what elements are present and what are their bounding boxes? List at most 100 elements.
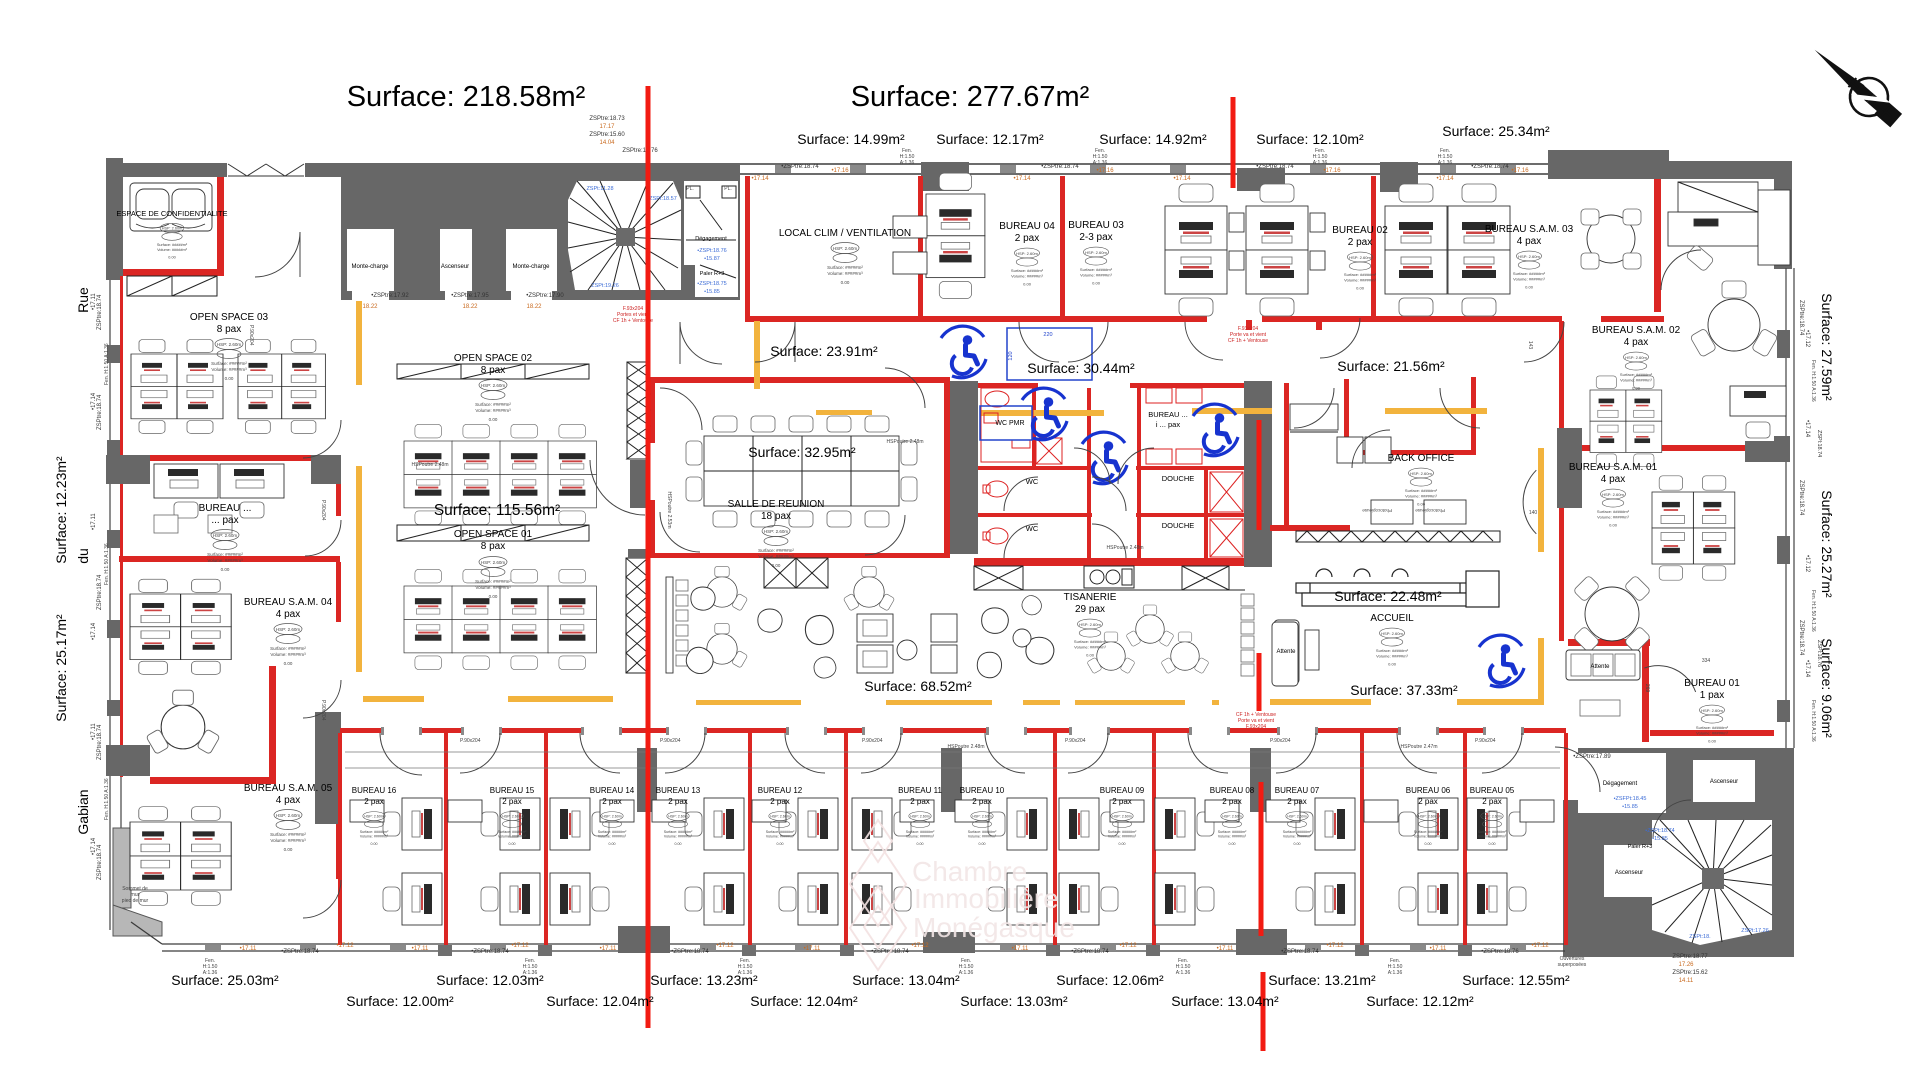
- svg-text:•ZSPt:18.75: •ZSPt:18.75: [697, 281, 726, 287]
- svg-text:Dégagement: Dégagement: [1603, 781, 1638, 787]
- svg-text:ZSPt:11.28: ZSPt:11.28: [586, 186, 613, 192]
- svg-text:•17.14: •17.14: [91, 837, 97, 855]
- svg-text:•ZSPtre:18.74: •ZSPtre:18.74: [471, 949, 509, 955]
- svg-text:A:1.36: A:1.36: [738, 970, 753, 976]
- svg-text:Fen.: Fen.: [1440, 148, 1450, 154]
- svg-text:2 pax: 2 pax: [770, 797, 790, 806]
- svg-text:Photocopieuse: Photocopieuse: [1362, 508, 1392, 513]
- svg-text:•17.14: •17.14: [91, 392, 97, 410]
- svg-text:Fen. H:1.50 A:1.36: Fen. H:1.50 A:1.36: [1810, 700, 1816, 742]
- svg-text:Fen.: Fen.: [1178, 958, 1188, 964]
- svg-text:WC: WC: [1026, 477, 1039, 486]
- svg-text:2 pax: 2 pax: [972, 797, 992, 806]
- svg-text:•17.14: •17.14: [1436, 176, 1454, 182]
- svg-text:ZSPtre:18.74: ZSPtre:18.74: [1798, 300, 1804, 336]
- svg-text:4 pax: 4 pax: [276, 609, 300, 620]
- svg-text:ZSPtre:18.74: ZSPtre:18.74: [97, 394, 103, 430]
- svg-text:Surface: 12.04m²: Surface: 12.04m²: [546, 993, 654, 1009]
- svg-text:ZSPt:18.: ZSPt:18.: [1689, 934, 1711, 940]
- svg-text:4 pax: 4 pax: [1601, 474, 1625, 485]
- svg-text:BUREAU 12: BUREAU 12: [758, 786, 803, 795]
- svg-text:Photocopieuse: Photocopieuse: [1415, 508, 1445, 513]
- svg-text:2 pax: 2 pax: [910, 797, 930, 806]
- svg-text:•17.14: •17.14: [1804, 660, 1810, 678]
- svg-text:Surface: 12.55m²: Surface: 12.55m²: [1462, 972, 1570, 988]
- svg-text:•17.12: •17.12: [511, 943, 529, 949]
- svg-text:•17.11: •17.11: [240, 946, 257, 952]
- svg-text:120: 120: [1008, 351, 1014, 360]
- svg-text:•17.11: •17.11: [600, 946, 617, 952]
- svg-text:pied de mur: pied de mur: [122, 898, 149, 904]
- svg-text:18 pax: 18 pax: [761, 511, 791, 522]
- svg-text:P.90x204: P.90x204: [320, 500, 326, 521]
- svg-text:ZSPtre:18.74: ZSPtre:18.74: [97, 294, 103, 330]
- svg-text:2 pax: 2 pax: [364, 797, 384, 806]
- svg-text:2 pax: 2 pax: [1287, 797, 1307, 806]
- svg-text:Surface: 21.56m²: Surface: 21.56m²: [1337, 358, 1445, 374]
- svg-text:143: 143: [1527, 341, 1533, 350]
- svg-text:H:1.50: H:1.50: [523, 964, 538, 970]
- svg-text:BUREAU 13: BUREAU 13: [656, 786, 701, 795]
- svg-text:A:1.36: A:1.36: [203, 970, 218, 976]
- svg-text:BUREAU 15: BUREAU 15: [490, 786, 535, 795]
- svg-text:H:1.50: H:1.50: [1093, 154, 1108, 160]
- svg-text:14.11: 14.11: [1679, 978, 1694, 984]
- svg-text:Surface: 13.21m²: Surface: 13.21m²: [1268, 972, 1376, 988]
- svg-text:PL.: PL.: [686, 186, 694, 192]
- svg-text:H:1.50: H:1.50: [203, 964, 218, 970]
- svg-text:i ... pax: i ... pax: [1156, 420, 1180, 429]
- svg-text:Monégasque: Monégasque: [913, 912, 1075, 943]
- svg-text:H:1.50: H:1.50: [1438, 154, 1453, 160]
- svg-text:•15.85: •15.85: [1622, 804, 1638, 810]
- svg-text:•15.87: •15.87: [704, 256, 720, 262]
- svg-text:Surface: 68.52m²: Surface: 68.52m²: [864, 678, 972, 694]
- svg-text:•ZSPtre:18.74: •ZSPtre:18.74: [1041, 164, 1079, 170]
- svg-text:A:1.36: A:1.36: [959, 970, 974, 976]
- svg-text:H:1.50: H:1.50: [1388, 964, 1403, 970]
- svg-text:LOCAL CLIM / VENTILATION: LOCAL CLIM / VENTILATION: [779, 228, 911, 239]
- svg-text:•ZSPtre:18.74: •ZSPtre:18.74: [781, 164, 819, 170]
- svg-text:BUREAU 07: BUREAU 07: [1275, 786, 1320, 795]
- svg-text:Porte va et vient: Porte va et vient: [1230, 332, 1267, 338]
- svg-text:•17.12: •17.12: [1804, 555, 1810, 573]
- svg-text:A:1.36: A:1.36: [1313, 160, 1328, 166]
- svg-text:A:1.36: A:1.36: [1093, 160, 1108, 166]
- svg-text:8 pax: 8 pax: [217, 324, 241, 335]
- svg-text:WC PMR: WC PMR: [995, 420, 1024, 427]
- svg-text:Surface: 13.04m²: Surface: 13.04m²: [1171, 993, 1279, 1009]
- svg-text:•ZSPtre:18.74: •ZSPtre:18.74: [1071, 949, 1109, 955]
- svg-text:A:1.36: A:1.36: [1176, 970, 1191, 976]
- svg-text:WC: WC: [1026, 524, 1039, 533]
- svg-text:A:1.36: A:1.36: [900, 160, 915, 166]
- svg-text:Surface: 30.44m²: Surface: 30.44m²: [1027, 360, 1135, 376]
- svg-text:Ascenseur: Ascenseur: [1615, 870, 1643, 876]
- svg-text:HSPoutre 2.48m: HSPoutre 2.48m: [887, 439, 924, 445]
- svg-text:F.93x204: F.93x204: [1246, 724, 1267, 730]
- svg-text:•ZSPtre:18.74: •ZSPtre:18.74: [1281, 949, 1319, 955]
- svg-text:•17.14: •17.14: [1173, 176, 1191, 182]
- svg-text:Fen.: Fen.: [1315, 148, 1325, 154]
- svg-text:F.93x204: F.93x204: [623, 306, 644, 312]
- svg-text:Ouvertures: Ouvertures: [1560, 956, 1585, 962]
- svg-text:BUREAU 11: BUREAU 11: [898, 786, 942, 795]
- svg-text:•ZSFPt:18.45: •ZSFPt:18.45: [1614, 796, 1647, 802]
- svg-text:ZSPtre:15.62: ZSPtre:15.62: [1672, 970, 1708, 976]
- svg-text:•ZSPtre:18.76: •ZSPtre:18.76: [1481, 949, 1519, 955]
- svg-text:Fen. H:1.50 A:1.36: Fen. H:1.50 A:1.36: [104, 778, 110, 820]
- svg-text:2 pax: 2 pax: [1348, 237, 1372, 248]
- svg-text:•15.85: •15.85: [704, 289, 720, 295]
- svg-text:17.26: 17.26: [1678, 962, 1694, 968]
- svg-text:superposées: superposées: [1558, 962, 1587, 968]
- svg-text:SALLE DE REUNION: SALLE DE REUNION: [728, 499, 825, 510]
- svg-text:BUREAU S.A.M. 05: BUREAU S.A.M. 05: [244, 783, 333, 794]
- svg-text:F.93x204: F.93x204: [1238, 326, 1259, 332]
- svg-text:BUREAU 14: BUREAU 14: [590, 786, 635, 795]
- svg-text:•ZSPtre:18.74: •ZSPtre:18.74: [671, 949, 709, 955]
- svg-text:•17.11: •17.11: [91, 293, 97, 310]
- svg-text:Porte va et vient: Porte va et vient: [1238, 718, 1275, 724]
- svg-text:•17.11: •17.11: [91, 513, 97, 530]
- svg-text:Fen. H:1.50 A:1.36: Fen. H:1.50 A:1.36: [1810, 360, 1816, 402]
- svg-text:•17.12: •17.12: [1119, 943, 1137, 949]
- svg-text:BUREAU 01: BUREAU 01: [1684, 678, 1740, 689]
- svg-text:•ZSPtre:18.74: •ZSPtre:18.74: [1256, 164, 1294, 170]
